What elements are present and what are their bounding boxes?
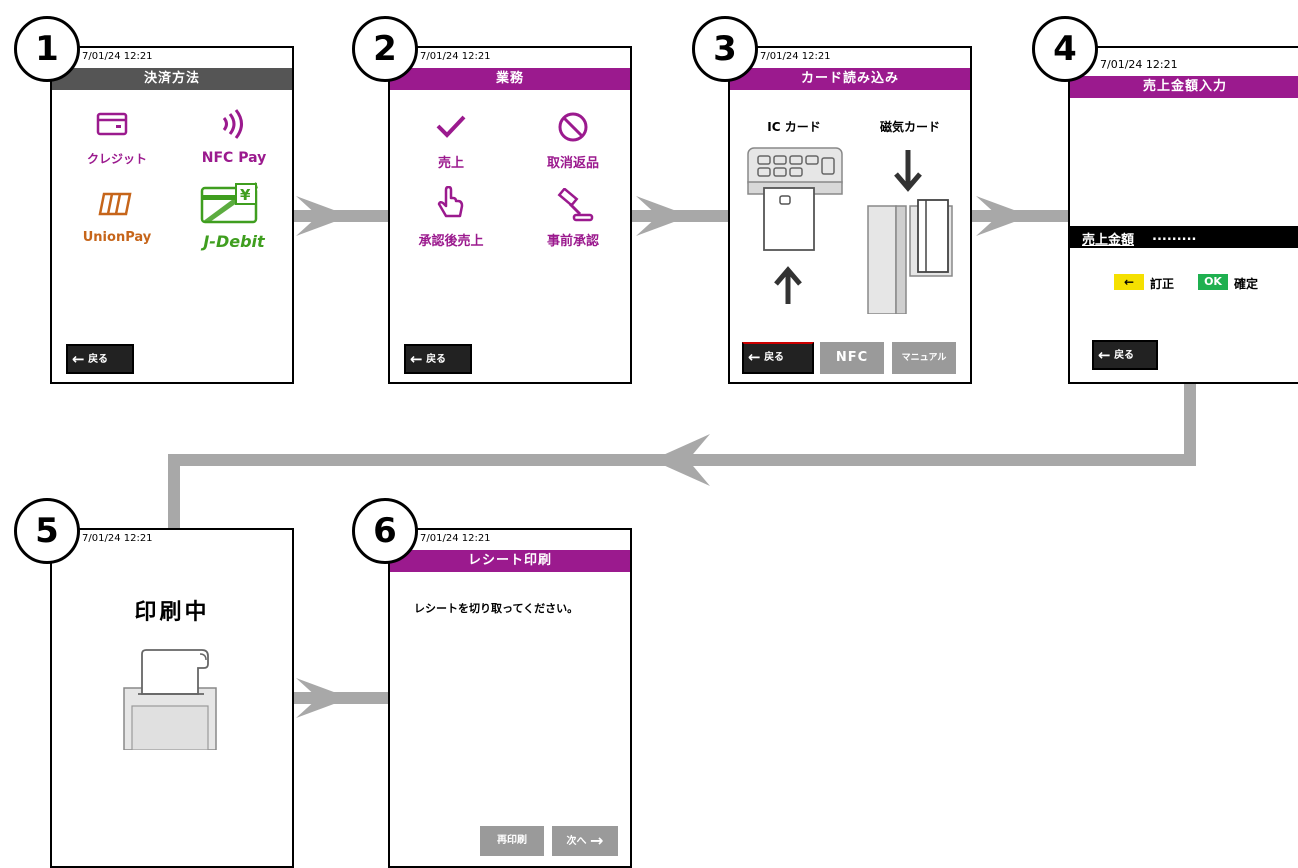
back-button[interactable]: ← 戻る — [742, 342, 814, 374]
nfc-button[interactable]: NFC — [820, 342, 884, 374]
receipt-message: レシートを切り取ってください。 — [414, 602, 579, 615]
reprint-button[interactable]: 再印刷 — [480, 826, 544, 856]
j-debit-option[interactable]: ¥ J-Debit — [182, 176, 286, 256]
unionpay-logo-icon — [98, 192, 132, 216]
screen-card-reading: 7/01/24 12:21 カード読み込み IC カード 磁気カード ← — [728, 46, 972, 384]
arrow-3-to-4 — [972, 196, 1070, 236]
timestamp: 7/01/24 12:21 — [1100, 58, 1178, 71]
pre-approval-label: 事前承認 — [546, 234, 599, 249]
unionpay-label: UnionPay — [82, 230, 152, 245]
ic-card-insert-illustration — [747, 147, 843, 304]
unionpay-option[interactable]: UnionPay — [62, 186, 172, 254]
step-badge-2: 2 — [352, 16, 418, 82]
screen-title: 決済方法 — [52, 68, 292, 90]
magnetic-card-swipe-illustration — [867, 150, 953, 314]
arrow-4-to-5 — [168, 382, 1196, 534]
screen-business: 7/01/24 12:21 業務 売上 取消返品 承認後売上 事前承認 ← 戻る — [388, 46, 632, 384]
arrow-left-icon: ← — [410, 350, 423, 368]
credit-label: クレジット — [86, 152, 147, 166]
back-button[interactable]: ← 戻る — [404, 344, 472, 374]
screen-title: カード読み込み — [730, 68, 970, 90]
step-badge-5: 5 — [14, 498, 80, 564]
back-label: 戻る — [764, 352, 785, 363]
arrow-down-icon — [894, 150, 922, 192]
next-label: 次へ — [566, 836, 587, 847]
amount-field[interactable]: 売上金額 ......... — [1070, 226, 1298, 248]
timestamp: 7/01/24 12:21 — [82, 51, 153, 62]
sale-label: 売上 — [437, 156, 464, 171]
sale-option[interactable]: 売上 — [398, 108, 504, 174]
j-debit-label: J-Debit — [203, 232, 265, 251]
arrow-left-icon: ← — [1098, 346, 1111, 364]
screen-printing: 7/01/24 12:21 印刷中 — [50, 528, 294, 868]
back-button[interactable]: ← 戻る — [1092, 340, 1158, 370]
cancel-return-label: 取消返品 — [546, 156, 599, 171]
checkmark-icon — [436, 115, 466, 138]
manual-button[interactable]: マニュアル — [892, 342, 956, 374]
hand-pointer-icon — [437, 186, 464, 218]
arrow-1-to-2 — [292, 196, 388, 236]
arrow-5-to-6 — [292, 678, 388, 718]
next-button[interactable]: 次へ → — [552, 826, 618, 856]
magnetic-card-label: 磁気カード — [879, 120, 940, 134]
screen-title: 業務 — [390, 68, 630, 90]
back-label: 戻る — [88, 354, 109, 365]
amount-dots: ......... — [1152, 229, 1197, 244]
post-approval-sale-label: 承認後売上 — [418, 234, 484, 249]
ic-card-label: IC カード — [767, 120, 821, 134]
step-badge-3: 3 — [692, 16, 758, 82]
step-badge-1: 1 — [14, 16, 80, 82]
arrow-up-icon — [774, 266, 802, 304]
step-badge-4: 4 — [1032, 16, 1098, 82]
timestamp: 7/01/24 12:21 — [760, 51, 831, 62]
printer-icon — [123, 649, 217, 750]
arrow-right-icon: → — [590, 831, 604, 850]
screen-title: レシート印刷 — [390, 550, 630, 572]
printing-message: 印刷中 — [134, 600, 210, 625]
pre-approval-option[interactable]: 事前承認 — [520, 186, 626, 252]
prohibit-icon — [558, 112, 588, 142]
timestamp: 7/01/24 12:21 — [420, 533, 491, 544]
screen-receipt-print: 7/01/24 12:21 レシート印刷 レシートを切り取ってください。 再印刷… — [388, 528, 632, 868]
step-badge-6: 6 — [352, 498, 418, 564]
correct-label: 訂正 — [1150, 277, 1175, 291]
arrow-left-icon: ← — [748, 348, 761, 366]
gavel-icon — [557, 188, 594, 222]
timestamp: 7/01/24 12:21 — [420, 51, 491, 62]
ok-key[interactable]: OK — [1198, 274, 1228, 290]
j-debit-card-icon: ¥ — [200, 182, 258, 224]
back-label: 戻る — [1114, 350, 1135, 361]
credit-option[interactable]: クレジット — [62, 106, 172, 174]
back-button[interactable]: ← 戻る — [66, 344, 134, 374]
confirm-label: 確定 — [1234, 277, 1259, 291]
screen-payment-method: 7/01/24 12:21 決済方法 クレジット NFC Pay UnionPa… — [50, 46, 294, 384]
arrow-2-to-3 — [632, 196, 728, 236]
back-label: 戻る — [426, 354, 447, 365]
yen-mark: ¥ — [240, 186, 251, 204]
cancel-return-option[interactable]: 取消返品 — [520, 108, 626, 174]
nfc-pay-option[interactable]: NFC Pay — [182, 106, 286, 174]
amount-label: 売上金額 — [1082, 233, 1135, 248]
post-approval-sale-option[interactable]: 承認後売上 — [398, 186, 504, 252]
nfc-pay-label: NFC Pay — [201, 150, 267, 166]
timestamp: 7/01/24 12:21 — [82, 533, 153, 544]
contactless-icon — [222, 109, 243, 139]
credit-card-icon — [96, 112, 128, 136]
arrow-left-icon: ← — [72, 350, 85, 368]
screen-title: 売上金額入力 — [1070, 76, 1298, 98]
screen-amount-input: 7/01/24 12:21 売上金額入力 売上金額 ......... ← 訂正… — [1068, 46, 1298, 384]
correct-key[interactable]: ← — [1114, 274, 1144, 290]
